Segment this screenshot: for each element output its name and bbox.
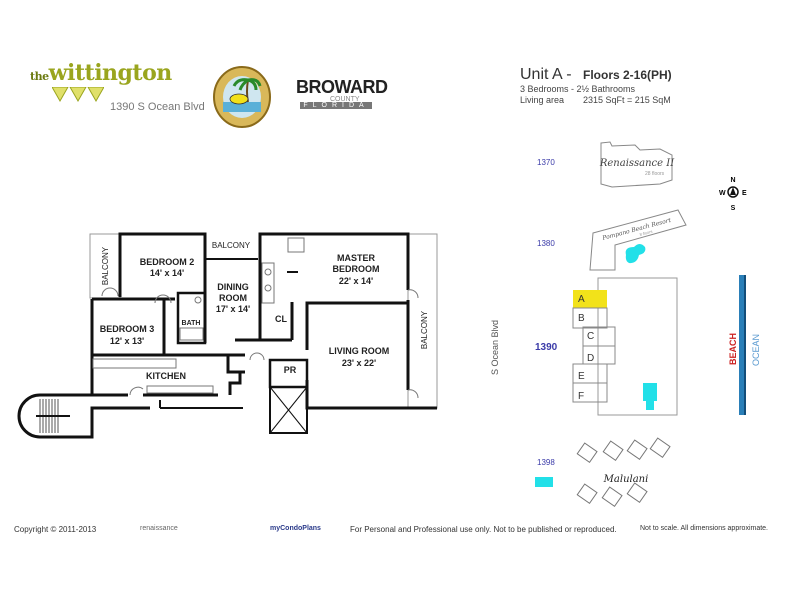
malulani-label: Malulani [603,474,649,485]
room-living-dim: 23' x 22' [342,358,376,368]
unit-label-c: C [587,331,594,342]
room-master-dim: 22' x 14' [339,276,373,286]
unit-label-b: B [578,313,585,324]
room-living-name: LIVING ROOM [329,346,390,356]
room-dining-name2: ROOM [219,293,247,303]
scale-notice: Not to scale. All dimensions approximate… [640,525,769,532]
compass-n: N [730,177,735,184]
malulani-pool-icon [535,477,553,487]
wittington-pool-step [646,400,654,410]
balcony-top-label: BALCONY [212,241,251,250]
living-area-value: 2315 SqFt = 215 SqM [583,95,671,105]
address-1390: 1390 [535,342,558,353]
address-1398: 1398 [537,458,555,467]
pool-icon [625,244,646,264]
compass-e: E [742,190,747,197]
room-bedroom2-dim: 14' x 14' [150,268,184,278]
ocean-shoreline [739,275,746,415]
room-bedroom3-name: BEDROOM 3 [100,324,155,334]
copyright: Copyright © 2011-2013 [14,525,97,534]
unit-stack [572,307,616,403]
unit-A-highlight[interactable] [573,290,607,308]
renaissance-label: Renaissance II [599,158,675,169]
renaissance-building [600,141,673,188]
ocean-label: OCEAN [751,334,761,366]
address-1380: 1380 [537,239,555,248]
broward-florida-text: FLORIDA [300,102,372,109]
unit-label-f: F [578,391,584,402]
compass-s: S [731,205,736,212]
mycondoplans-logo: myCondoPlans [270,525,321,532]
room-bedroom3-dim: 12' x 13' [110,336,144,346]
closet-label: CL [275,314,287,324]
room-master-name2: BEDROOM [333,264,380,274]
room-dining-dim: 17' x 14' [216,304,250,314]
stair-icon [36,399,70,433]
unit-label-e: E [578,371,585,382]
pompano-beach-seal-icon [213,66,271,128]
wittington-pool-icon [643,383,657,401]
balcony-left-label: BALCONY [101,246,110,285]
malulani-buildings [576,437,671,508]
living-area-label: Living area [520,95,565,105]
address-1370: 1370 [537,158,555,167]
unit-label-a: A [578,294,585,305]
logo-name: wittington [48,60,173,86]
logo-prefix: the [30,70,49,83]
renaissance-brand-logo: renaissance [140,525,178,532]
floor-plan: BEDROOM 2 14' x 14' DINING ROOM 17' x 14… [17,232,438,439]
balcony-right-label: BALCONY [420,310,429,349]
room-labels: BEDROOM 2 14' x 14' DINING ROOM 17' x 14… [100,241,429,381]
unit-floors: Floors 2-16(PH) [583,68,672,82]
compass-w: W [719,190,726,197]
floor-plan-walls [17,232,438,439]
pompano-resort-floors: 8 floors [639,229,653,237]
broward-county-text: COUNTY [330,96,360,103]
unit-title: Unit A - [520,66,572,83]
shoreline-edge [744,275,746,415]
fixtures [92,237,419,399]
pompano-resort-label: Pompano Beach Resort [601,217,673,242]
room-kitchen-name: KITCHEN [146,371,186,381]
room-bedroom2-name: BEDROOM 2 [140,257,195,267]
beach-label: BEACH [728,333,738,365]
pompano-resort-building [589,209,687,271]
wittington-triangles-icon [52,87,104,103]
unit-beds-baths: 3 Bedrooms - 2½ Bathrooms [520,84,636,94]
street-label: S Ocean Blvd [490,320,500,375]
compass-icon: N S W E [719,177,747,212]
wittington-logo: thewittington [30,60,172,86]
building-address: 1390 S Ocean Blvd [110,101,205,113]
site-plan: 1370 1380 1390 1398 S Ocean Blvd Renaiss… [490,141,761,508]
room-dining-name: DINING [217,282,249,292]
usage-notice: For Personal and Professional use only. … [350,525,617,534]
powder-room-label: PR [284,365,297,375]
unit-label-d: D [587,353,594,364]
bath-label: BATH [182,320,201,327]
broward-logo: BROWARD [296,77,388,97]
room-master-name: MASTER [337,253,376,263]
renaissance-floors: 28 floors [645,171,665,177]
